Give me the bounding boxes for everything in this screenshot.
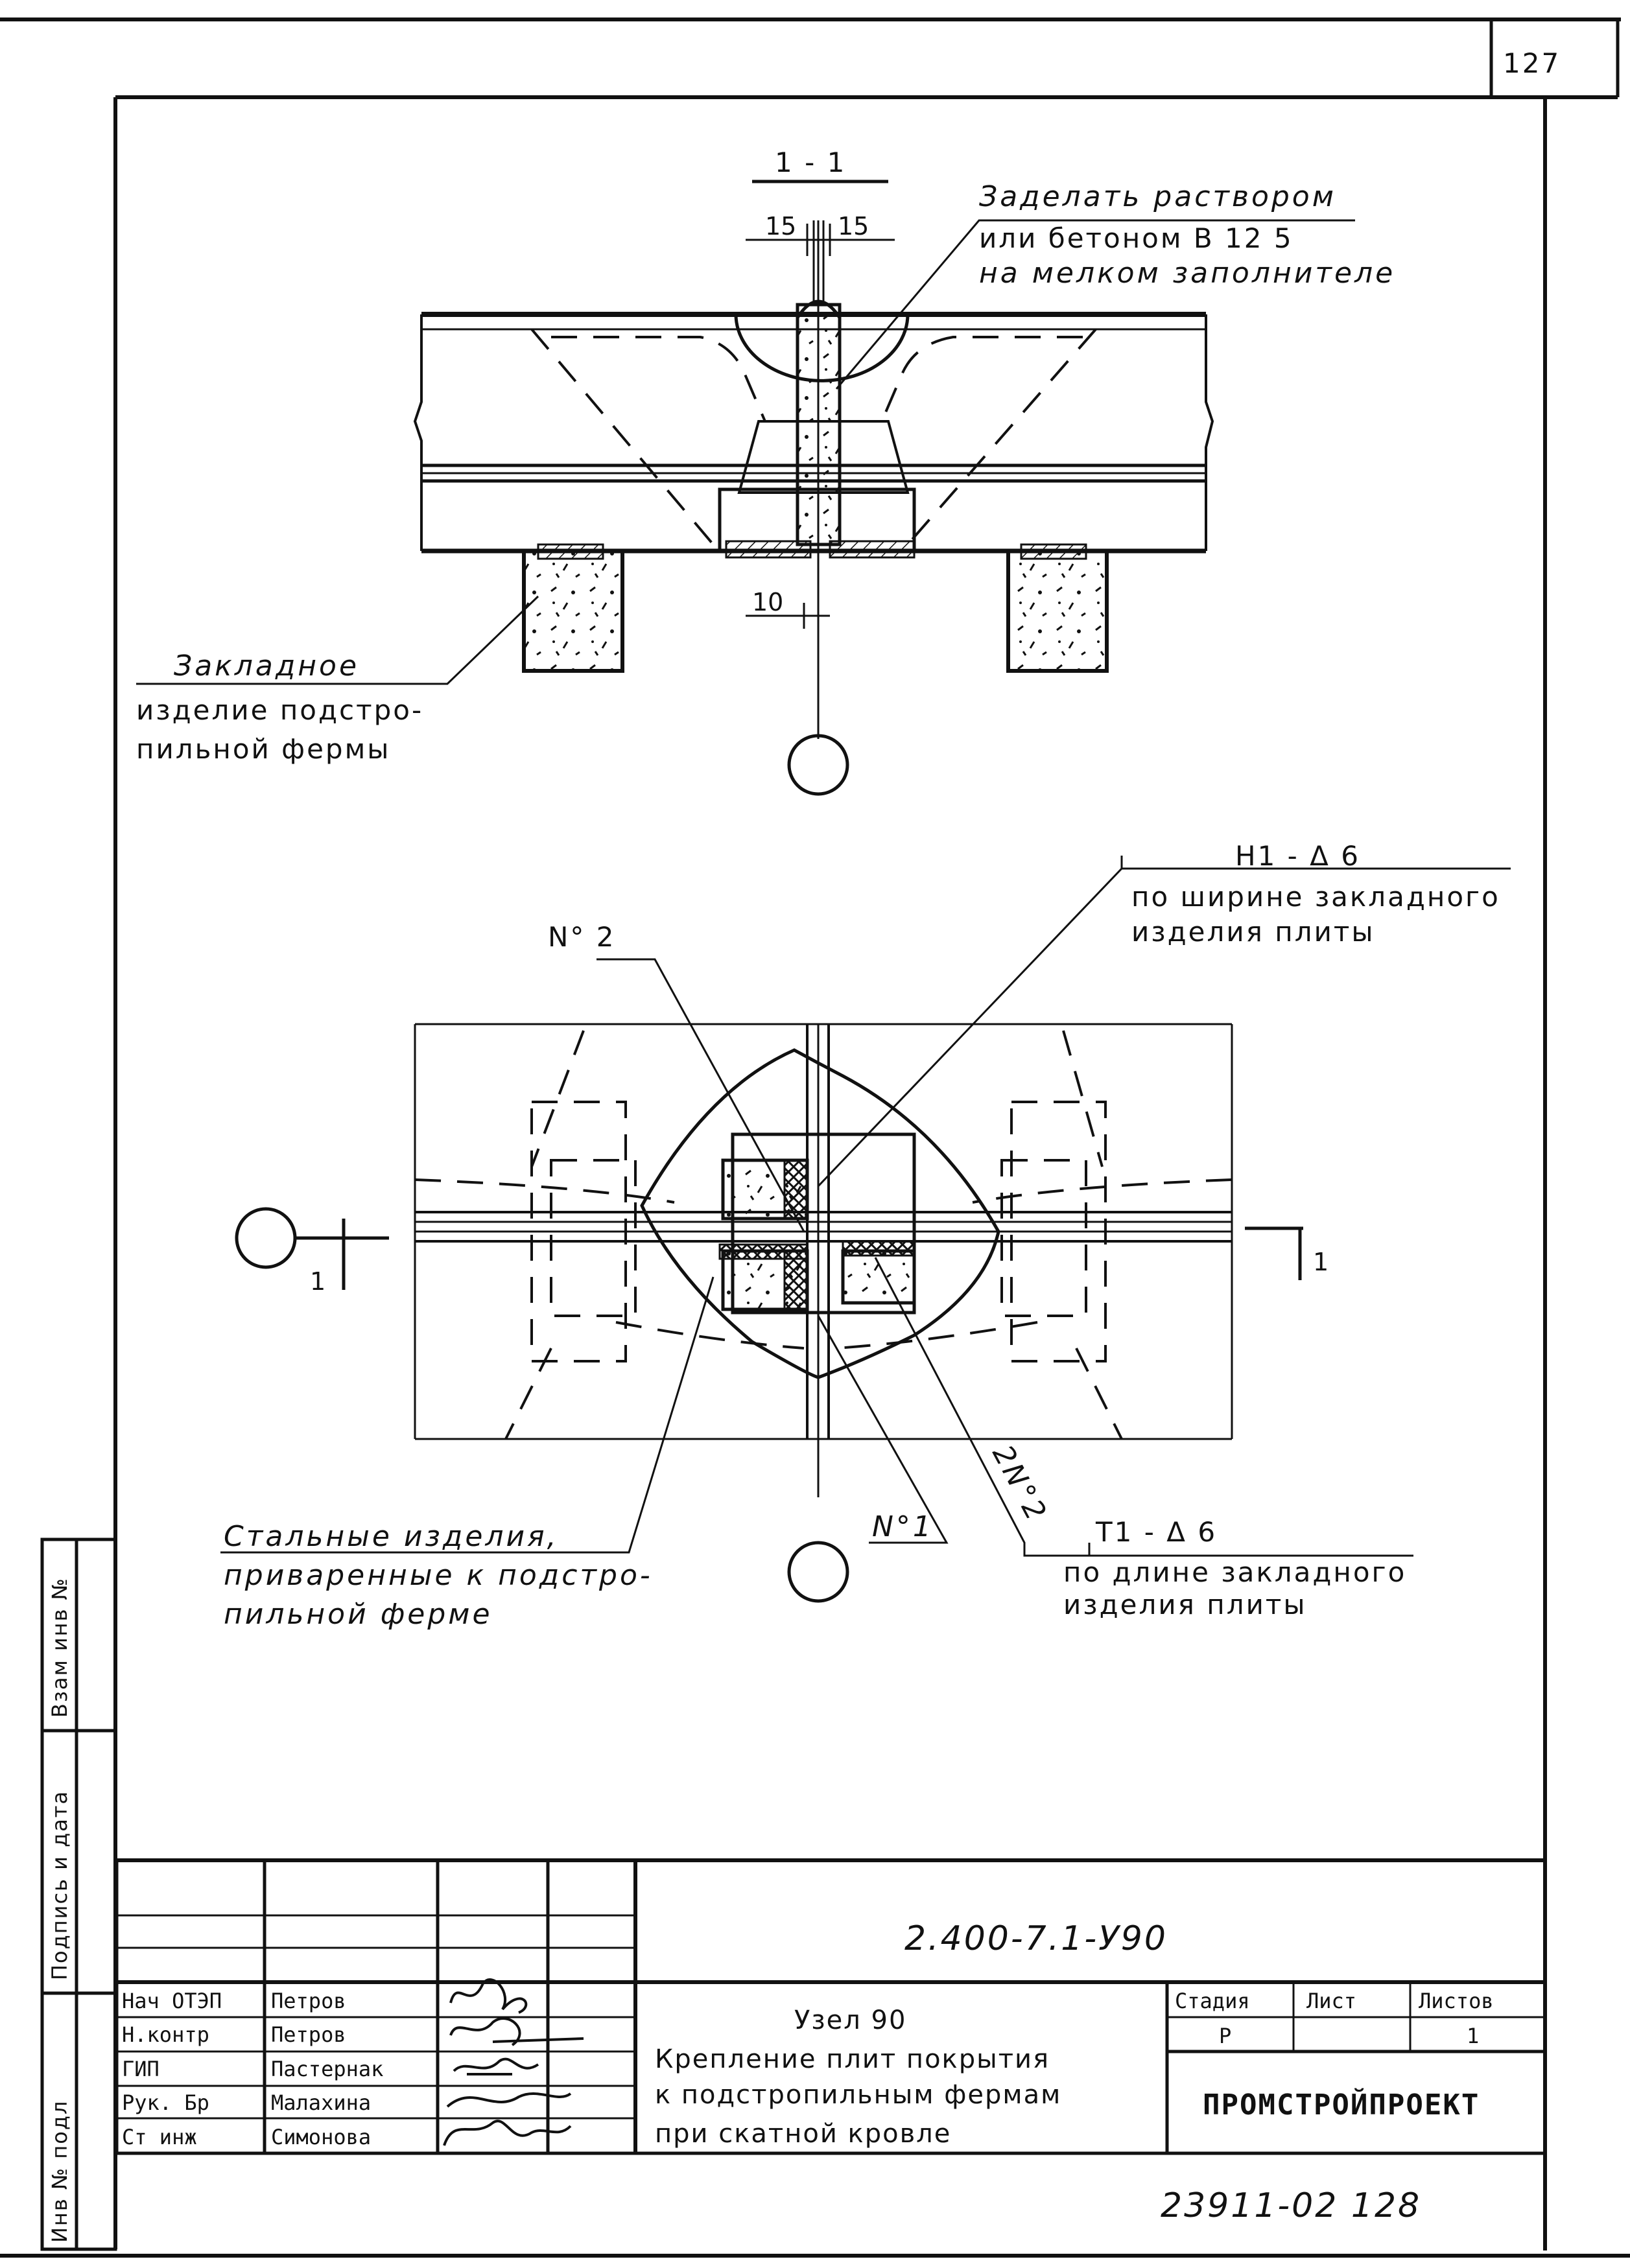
sheets-header: Листов [1419, 1989, 1494, 2013]
weld-bottom-line-2: по длине закладного [1063, 1556, 1406, 1588]
item-no2-label: N° 2 [548, 921, 616, 953]
name-1: Петров [271, 1989, 346, 2013]
section-mark: 1 - 1 [775, 146, 846, 178]
title-line-2: Крепление плит покрытия [655, 2044, 1050, 2074]
grout-note-line-3: на мелком заполнителе [979, 257, 1395, 290]
sheet-frame [0, 18, 1630, 2258]
cut-label-left: 1 [310, 1267, 325, 1296]
stage-value: Р [1219, 2024, 1231, 2048]
dim-gap: 10 [752, 588, 783, 616]
dim-left: 15 [765, 212, 796, 240]
weld-top-line-1: H1 - Δ 6 [1235, 840, 1360, 872]
title-line-3: к подстропильным фермам [655, 2080, 1061, 2110]
dim-right: 15 [838, 212, 869, 240]
stage-header: Стадия [1175, 1989, 1250, 2013]
steel-note-line-3: пильной ферме [224, 1598, 493, 1631]
cut-label-right: 1 [1313, 1248, 1329, 1276]
steel-note-line-1: Стальные изделия, [224, 1520, 559, 1553]
steel-note-line-2: приваренные к подстро- [224, 1559, 653, 1592]
role-3: ГИП [122, 2057, 159, 2081]
title-line-4: при скатной кровле [655, 2119, 951, 2149]
name-2: Петров [271, 2022, 346, 2047]
role-2: Н.контр [122, 2022, 209, 2047]
embed-note-line-2: изделие подстро- [136, 694, 423, 726]
title-line-1: Узел 90 [794, 2005, 906, 2035]
name-4: Малахина [271, 2090, 371, 2115]
name-5: Симонова [271, 2125, 371, 2149]
role-1: Нач ОТЭП [122, 1989, 222, 2013]
weld-bottom-line-1: T1 - Δ 6 [1095, 1516, 1217, 1548]
document-code: 2.400-7.1-У90 [904, 1919, 1168, 1958]
grout-note-line-1: Заделать раствором [979, 180, 1336, 213]
side-label-replace: Взам инв № [47, 1577, 72, 1718]
role-5: Ст инж [122, 2125, 197, 2149]
sheets-value: 1 [1467, 2024, 1479, 2048]
side-label-signature: Подпись и дата [47, 1790, 72, 1980]
title-block [115, 1858, 1545, 2155]
embed-note-line-3: пильной фермы [136, 733, 390, 765]
grout-note-line-2: или бетоном В 12 5 [979, 222, 1293, 254]
section-1-1 [136, 180, 1355, 796]
side-label-inventory: Инв № подл [47, 2100, 72, 2243]
role-4: Рук. Бр [122, 2090, 209, 2115]
weld-top-line-2: по ширине закладного [1131, 881, 1500, 913]
sheet-header: Лист [1306, 1989, 1356, 2013]
weld-top-line-3: изделия плиты [1131, 916, 1375, 948]
archive-number: 23911-02 128 [1161, 2186, 1421, 2225]
sheet-number: 127 [1503, 47, 1561, 79]
signatures [443, 1978, 584, 2146]
item-2no2-label: 2N°2 [986, 1440, 1054, 1528]
weld-bottom-line-3: изделия плиты [1063, 1589, 1307, 1620]
plan-view [220, 856, 1511, 1603]
item-no1-label: N°1 [872, 1510, 934, 1543]
name-3: Пастернак [271, 2057, 383, 2081]
organization-name: ПРОМСТРОЙПРОЕКТ [1203, 2087, 1480, 2122]
embed-note-line-1: Закладное [174, 649, 359, 683]
